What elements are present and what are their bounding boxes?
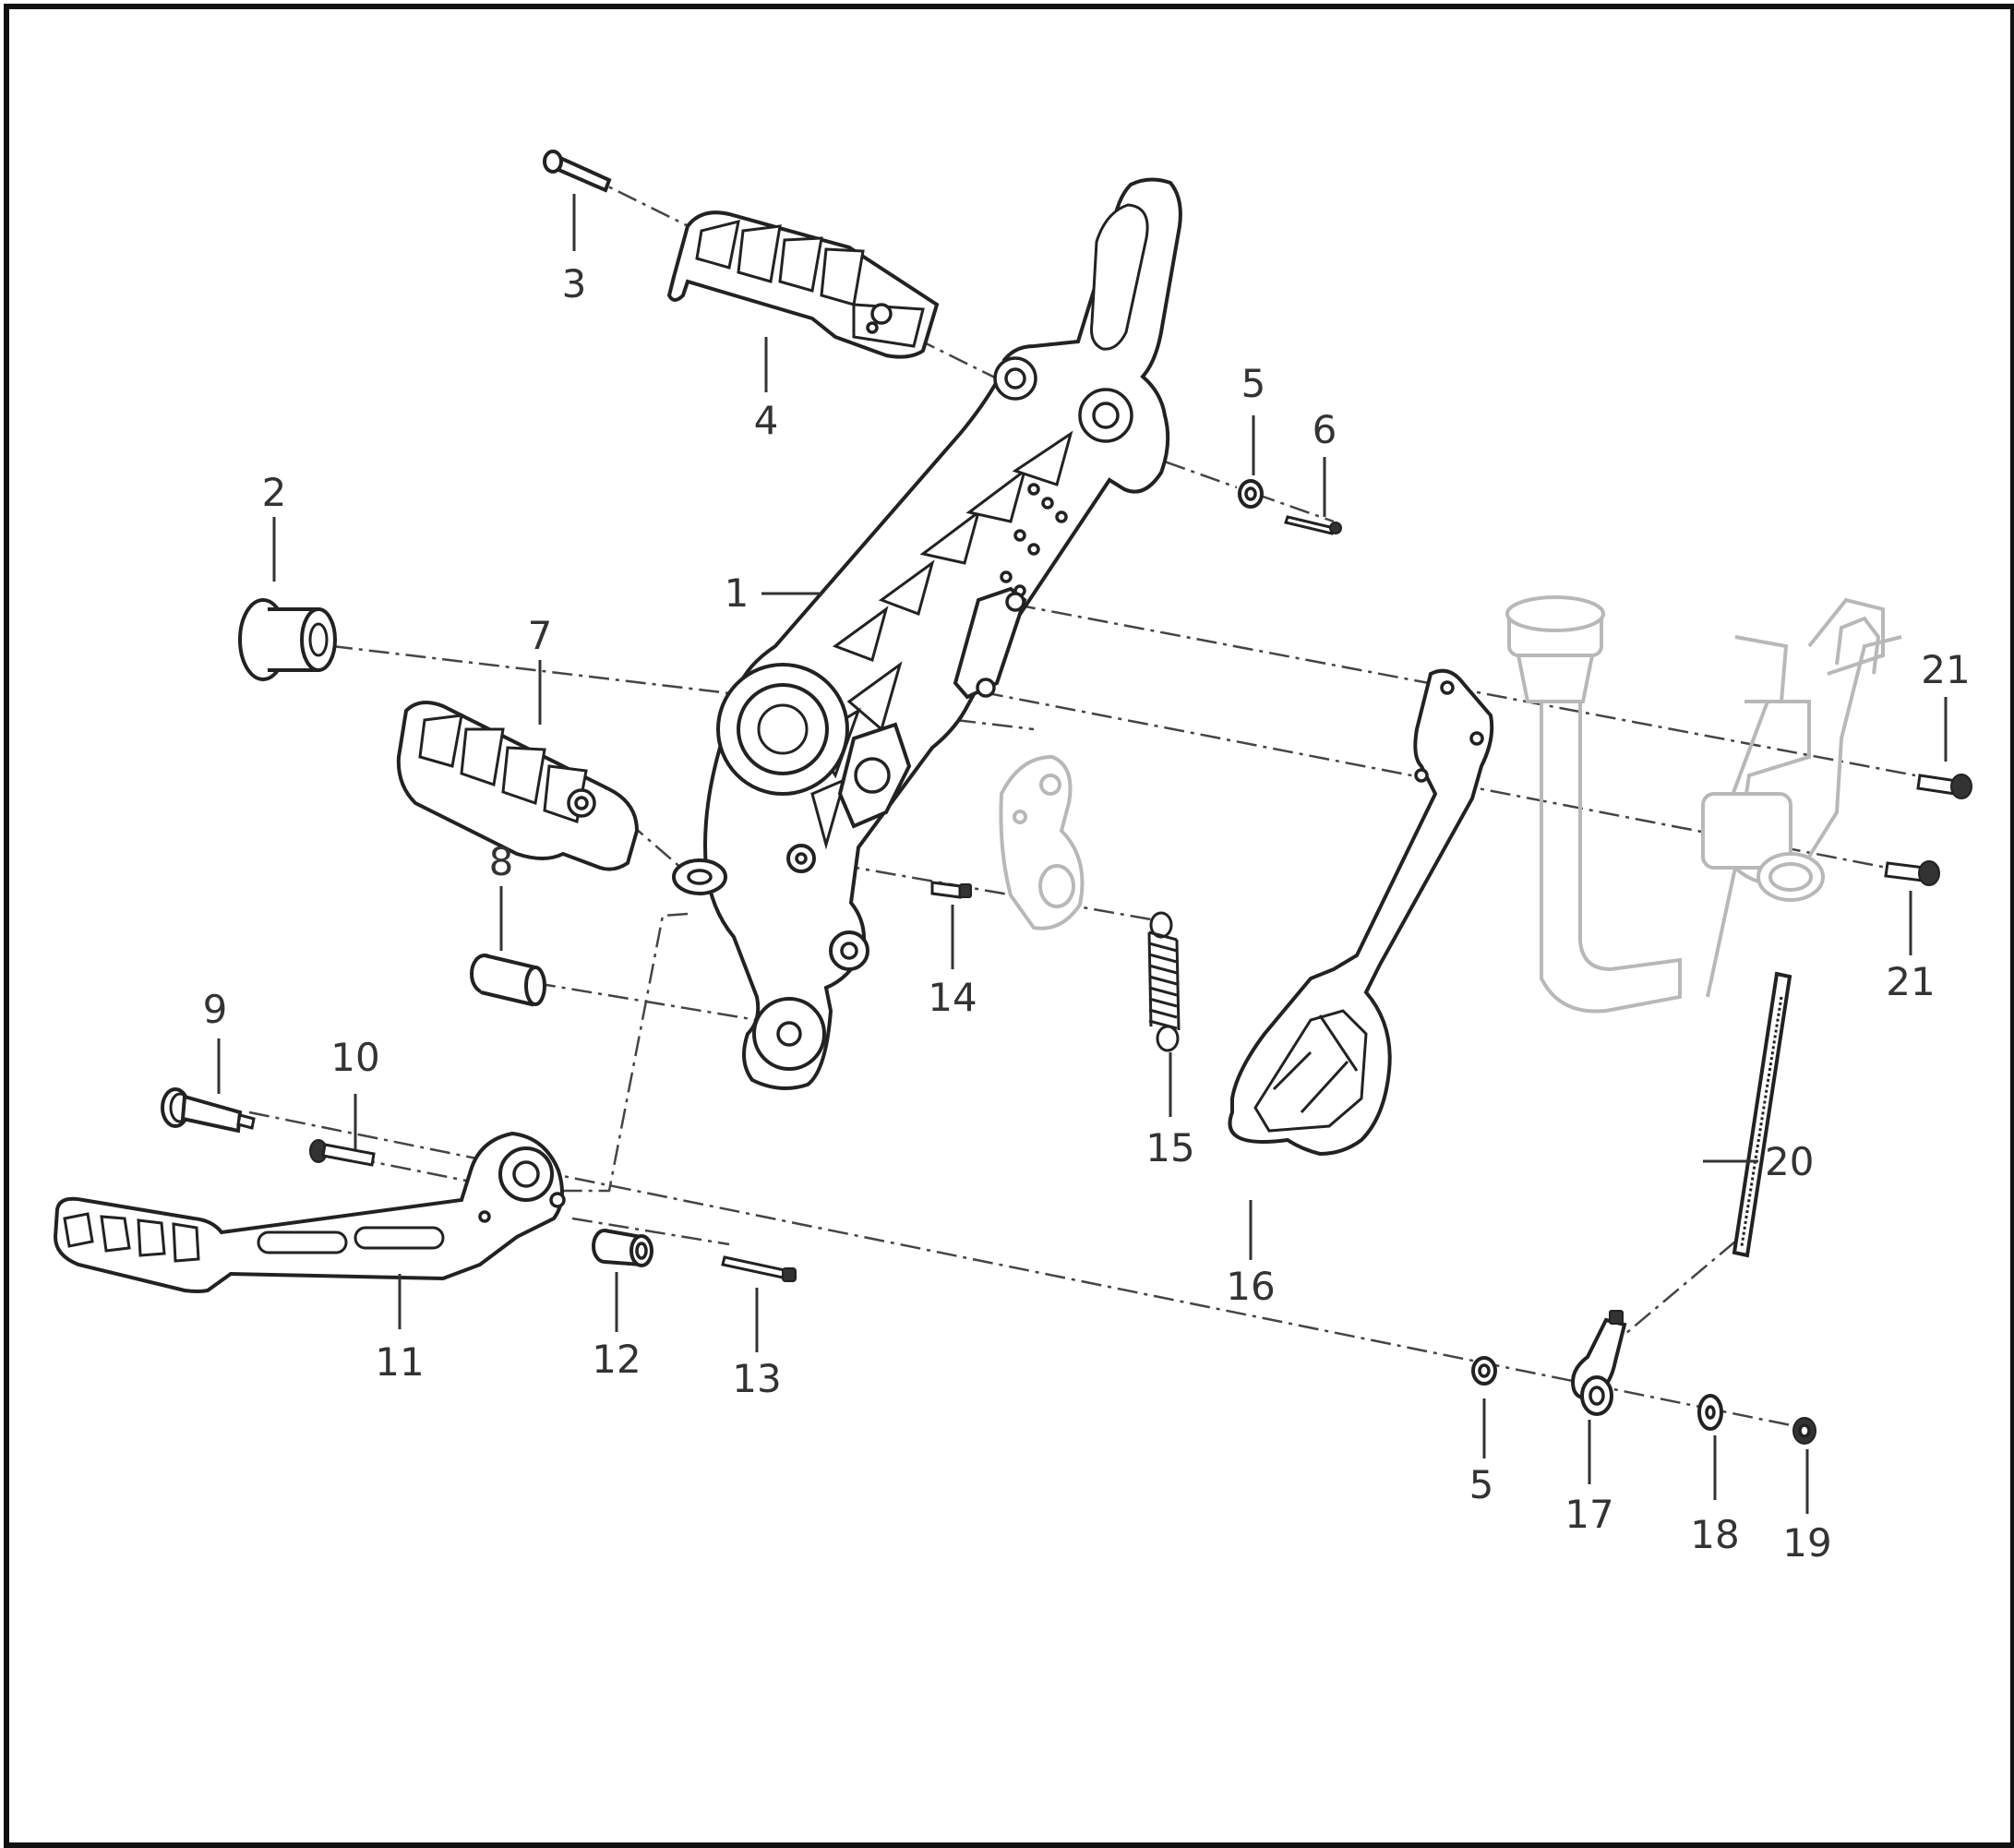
part-14-grease-nipple — [930, 881, 972, 899]
callout-21-lower: 21 — [1886, 959, 1935, 1004]
callout-12: 12 — [592, 1337, 641, 1382]
part-1-footrest-bracket — [672, 177, 1182, 1090]
part-16-heel-guard — [1228, 668, 1494, 1157]
callout-14: 14 — [928, 975, 977, 1020]
callout-9: 9 — [203, 987, 228, 1032]
part-19-nut — [1792, 1417, 1816, 1445]
callout-6: 6 — [1313, 407, 1337, 452]
leader-lines — [217, 194, 1948, 1514]
ghost-linkage-plate — [999, 754, 1085, 930]
part-9-pivot-bolt — [161, 1087, 256, 1134]
callout-13: 13 — [732, 1356, 781, 1401]
part-5-washer-upper — [1238, 479, 1264, 509]
part-21-bolt-upper — [1916, 774, 1972, 799]
callout-10: 10 — [330, 1035, 379, 1080]
part-13-stud-bolt — [721, 1255, 797, 1282]
callout-5-lower: 5 — [1469, 1462, 1494, 1507]
part-18-flat-washer — [1697, 1394, 1723, 1431]
callout-1: 1 — [725, 570, 749, 616]
callout-labels: 1 2 3 4 5 6 7 8 9 10 11 12 13 14 15 16 5… — [203, 261, 1971, 1566]
part-4-rider-footpeg — [666, 210, 940, 359]
part-11-brake-pedal — [53, 1131, 566, 1293]
callout-4: 4 — [754, 398, 779, 443]
callout-2: 2 — [262, 470, 287, 515]
diagram-frame — [4, 4, 2014, 1848]
callout-7: 7 — [528, 613, 553, 658]
part-6-cotter-pin — [1284, 515, 1342, 535]
callout-5-upper: 5 — [1241, 361, 1266, 406]
callout-20: 20 — [1765, 1139, 1814, 1184]
ghost-master-cylinder — [1505, 595, 1902, 1014]
callout-8: 8 — [489, 839, 514, 884]
part-5-washer-lower — [1471, 1356, 1497, 1386]
callout-17: 17 — [1564, 1492, 1613, 1537]
callout-19: 19 — [1782, 1520, 1831, 1566]
part-7-footpeg — [396, 701, 640, 871]
part-2-flanged-bushing — [238, 598, 337, 681]
part-12-spacer — [592, 1229, 653, 1267]
part-3-pin — [543, 150, 612, 193]
part-15-return-spring — [1147, 911, 1181, 1052]
part-20-push-rod — [1732, 971, 1792, 1258]
callout-18: 18 — [1690, 1512, 1739, 1557]
callout-15: 15 — [1145, 1125, 1194, 1170]
part-17-clevis — [1571, 1310, 1627, 1416]
callout-11: 11 — [375, 1339, 424, 1385]
callout-3: 3 — [562, 261, 587, 306]
callout-16: 16 — [1226, 1264, 1275, 1309]
part-10-bolt — [309, 1139, 376, 1167]
part-8-sleeve — [470, 954, 546, 1007]
part-21-bolt-lower — [1884, 860, 1940, 886]
callout-21-upper: 21 — [1921, 647, 1970, 692]
